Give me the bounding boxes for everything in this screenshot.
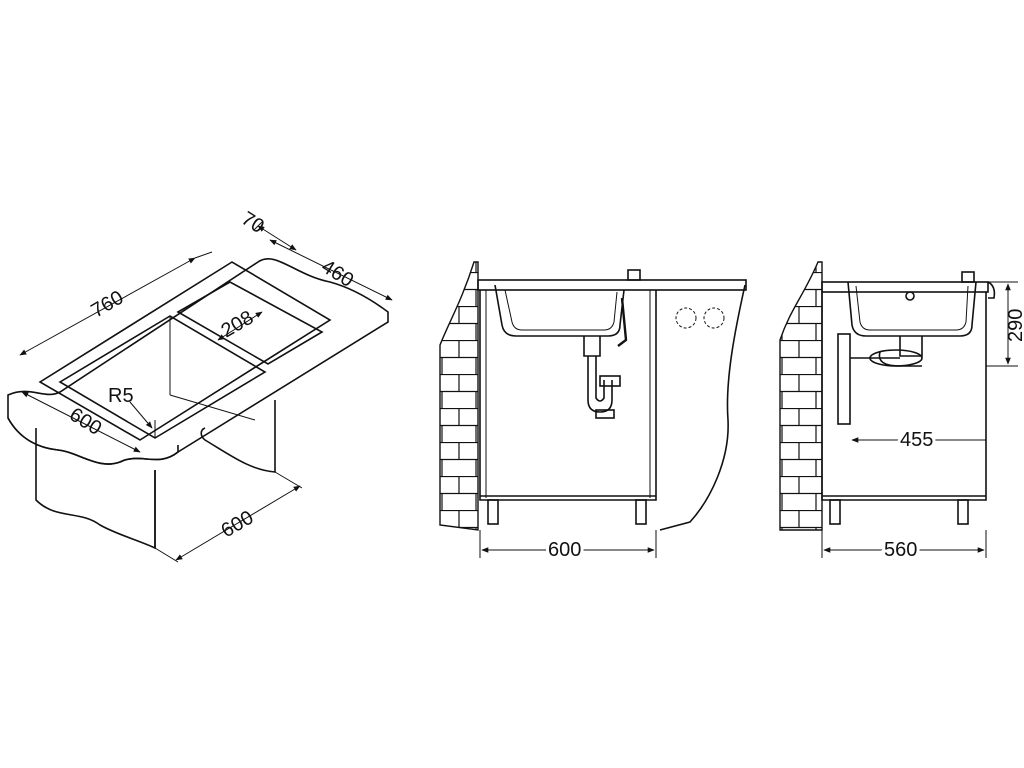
drainer-area [176, 281, 324, 365]
front-side-wall [659, 284, 746, 531]
front-countertop [477, 279, 747, 291]
front-siphon [583, 336, 613, 413]
side-leg-left [829, 499, 841, 525]
side-overflow-hole [905, 291, 915, 301]
front-overflow-hose [617, 297, 628, 347]
front-pipe-circle-1 [675, 307, 697, 329]
side-cabinet [821, 292, 987, 501]
dim-r5-label: R5 [108, 385, 134, 407]
front-tap [627, 269, 641, 281]
front-brick-wall [439, 261, 479, 531]
dim-front-600-label: 600 [548, 539, 581, 561]
side-tap [961, 271, 975, 283]
dim-side-560-label: 560 [884, 539, 917, 561]
front-pipe-circle-2 [703, 307, 725, 329]
dim-600-bottom-label: 600 [218, 507, 258, 543]
side-leg-right [957, 499, 969, 525]
side-brick-wall [779, 261, 823, 531]
front-sink-bowl [494, 284, 625, 337]
cabinet-right-side [200, 400, 276, 473]
front-leg-right [635, 499, 647, 525]
dim-600-top-label: 600 [65, 404, 105, 440]
cabinet-left-side [35, 428, 156, 550]
isometric-view: 70 460 760 208 R5 600 600 [7, 208, 393, 563]
dim-760-label: 760 [88, 287, 128, 323]
side-sink-bowl [847, 281, 977, 337]
side-trap [837, 333, 851, 425]
front-view: 600 [439, 261, 747, 564]
countertop-outline [7, 258, 389, 465]
front-cabinet [479, 290, 657, 501]
dim-side-290-label: 290 [1005, 309, 1024, 342]
side-countertop [821, 281, 989, 293]
dim-460-label: 460 [317, 256, 357, 292]
front-leg-left [487, 499, 499, 525]
dim-side-455-label: 455 [900, 429, 933, 451]
dim-70-label: 70 [237, 208, 268, 238]
side-view: 290 455 560 [779, 261, 1024, 564]
